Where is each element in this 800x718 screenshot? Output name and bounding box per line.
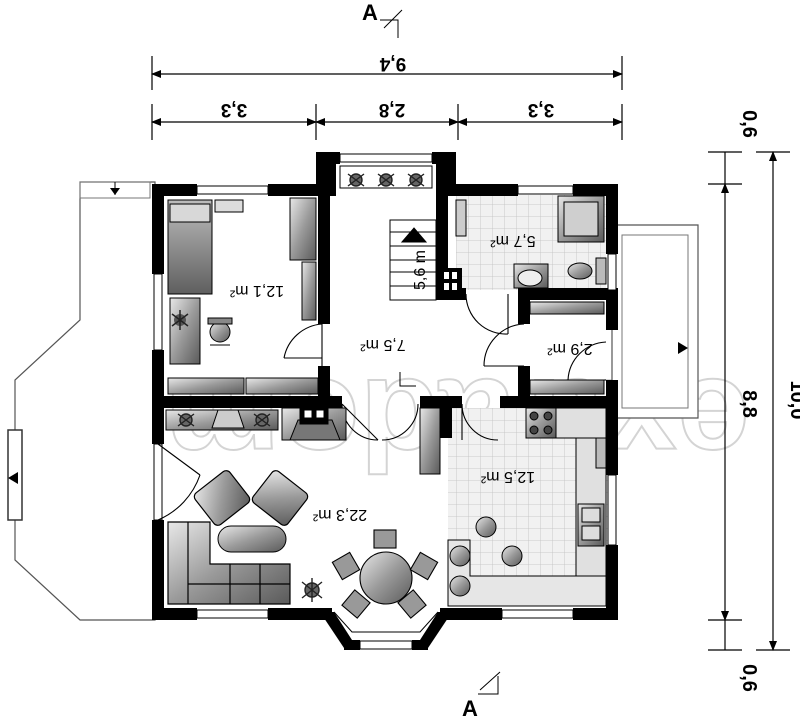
dining-set	[331, 529, 439, 619]
doors	[157, 293, 607, 521]
right-overall-label: 10,0	[786, 381, 800, 420]
right-bottom-label: 0,6	[738, 664, 760, 692]
section-mark-top: A	[362, 0, 403, 38]
bedroom-furniture	[167, 197, 319, 395]
fireplace	[281, 405, 347, 441]
hall-plants	[347, 173, 425, 187]
coffee-table	[217, 525, 287, 553]
living-plants	[177, 413, 323, 602]
section-mark-bottom: A	[462, 671, 501, 718]
walls	[152, 152, 618, 650]
plant-icon	[171, 310, 189, 330]
sofa	[167, 521, 291, 605]
right-top-label: 0,6	[738, 110, 760, 138]
room-area-hall: 7,5 m²	[360, 336, 406, 353]
kitchen-stools	[449, 516, 523, 597]
dimension-lines	[151, 56, 790, 651]
stair-label: 5,6 m	[412, 250, 429, 290]
tv-cabinet	[165, 409, 279, 431]
armchairs	[193, 470, 309, 526]
width-segment-1-label: 3,3	[221, 99, 247, 120]
stairs	[389, 199, 467, 301]
width-segment-3-label: 3,3	[528, 99, 554, 120]
kitchen-counters	[447, 407, 607, 607]
room-area-kitchen: 12,5 m²	[480, 468, 535, 485]
hall-mark	[399, 372, 416, 387]
overall-width-label: 9,4	[379, 53, 406, 74]
left-terrace	[7, 181, 156, 621]
width-segment-2-label: 2,8	[379, 99, 405, 120]
room-area-bathroom: 5,7 m²	[490, 232, 536, 249]
bay-outline	[333, 611, 439, 633]
right-porch	[611, 224, 699, 419]
closet-furniture	[529, 301, 605, 395]
right-inner-label: 8,8	[738, 390, 760, 418]
stairs-posts	[440, 268, 462, 294]
section-mark-top-label: A	[362, 0, 378, 25]
room-area-living: 22,3 m²	[312, 506, 367, 523]
hall-window-sill	[339, 165, 433, 189]
living-cabinet	[419, 407, 441, 475]
room-area-closet: 2,9 m²	[547, 340, 593, 357]
bathroom-fixtures	[513, 195, 607, 289]
room-area-bedroom: 12,1 m²	[229, 282, 284, 299]
section-mark-bottom-label: A	[462, 696, 478, 718]
